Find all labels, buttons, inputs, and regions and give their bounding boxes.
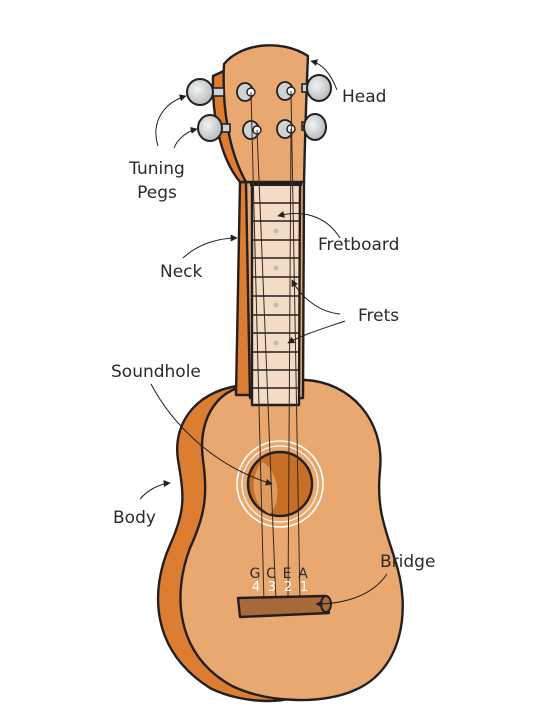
tuning-peg-right-bottom — [301, 113, 327, 141]
bridge-block — [236, 594, 331, 619]
tuning-peg-left-top — [186, 78, 225, 106]
bridge — [236, 594, 332, 619]
string-labels: G C E A 4 3 2 1 — [250, 566, 309, 595]
string-e — [287, 128, 292, 604]
string-a — [290, 90, 301, 604]
ukulele-head — [211, 44, 310, 184]
string-number: 4 — [252, 580, 260, 595]
body-arrow — [139, 480, 171, 500]
string-number: 1 — [300, 580, 308, 595]
string-number: 3 — [268, 580, 276, 595]
ukulele-body — [156, 378, 404, 703]
string-number: 2 — [284, 580, 292, 595]
label-frets: Frets — [358, 306, 399, 326]
head-arrow — [310, 59, 338, 91]
string-note: G — [250, 566, 261, 582]
tuning-peg-right-top — [301, 74, 332, 102]
label-fretboard: Fretboard — [318, 235, 399, 255]
fret-marker — [273, 302, 279, 308]
string-note: E — [283, 566, 292, 582]
bridge-arrow — [315, 573, 388, 608]
leader-lines — [139, 59, 388, 608]
fret-marker — [273, 228, 279, 234]
label-head: Head — [342, 87, 386, 107]
tuning-pegs — [186, 74, 332, 142]
frets-arrow-lower — [287, 320, 346, 344]
frets — [252, 202, 300, 389]
strings — [250, 90, 301, 604]
fretboard-arrow — [277, 210, 341, 239]
frets-arrow-upper — [291, 279, 341, 315]
body-top — [179, 378, 404, 702]
soundhole — [236, 440, 324, 528]
label-body: Body — [113, 508, 156, 528]
tuning-peg-left-bottom — [197, 114, 231, 142]
string-note: A — [298, 566, 308, 582]
soundhole-arrow — [150, 383, 273, 486]
head-face — [222, 44, 310, 184]
string-note: C — [266, 566, 276, 582]
soundhole-ring — [241, 445, 319, 523]
tuning-pegs-arrow-lower — [173, 126, 198, 149]
tuner-posts — [236, 81, 296, 140]
part-labels: Head Tuning Pegs Fretboard Neck Frets So… — [111, 87, 435, 572]
string-g — [250, 91, 265, 604]
tuning-pegs-arrow-upper — [155, 94, 187, 147]
fret-marker — [273, 340, 279, 346]
label-tuning-pegs-line1: Tuning — [128, 159, 185, 179]
label-tuning-pegs-line2: Pegs — [137, 183, 177, 203]
tuner-post — [276, 81, 296, 101]
soundhole-rosette — [236, 440, 324, 528]
label-bridge: Bridge — [380, 552, 435, 572]
fret-markers — [273, 228, 279, 346]
fret-marker — [273, 265, 279, 271]
label-neck: Neck — [160, 262, 203, 282]
string-c — [256, 129, 277, 604]
neck-arrow — [182, 234, 238, 259]
label-soundhole: Soundhole — [111, 362, 201, 382]
